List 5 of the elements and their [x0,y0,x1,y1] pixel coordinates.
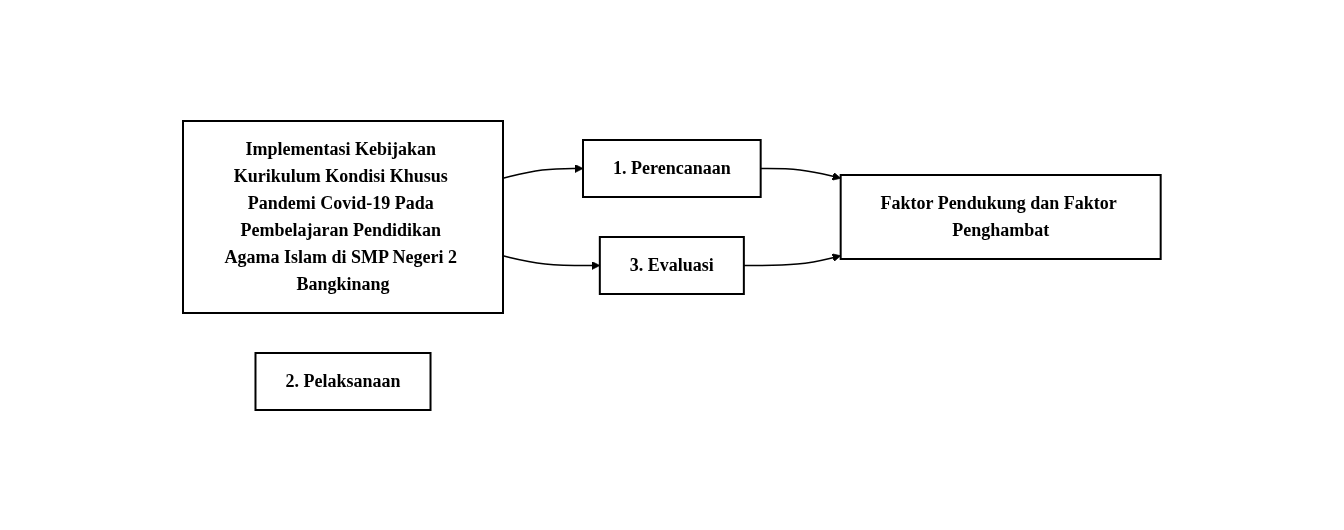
node-box: 3. Evaluasi [599,235,745,295]
node-box: Implementasi Kebijakan Kurikulum Kondisi Khusus Pandemi Covid-19 Pada Pembelajaran Pendidikan Agama Islam di SMP Negeri 2 Bangkinang [182,119,505,314]
node-box: 1. Perencanaan [582,138,762,198]
node-box: 2. Pelaksanaan [254,351,432,411]
node-box: Faktor Pendukung dan Faktor Penghambat [839,173,1162,260]
